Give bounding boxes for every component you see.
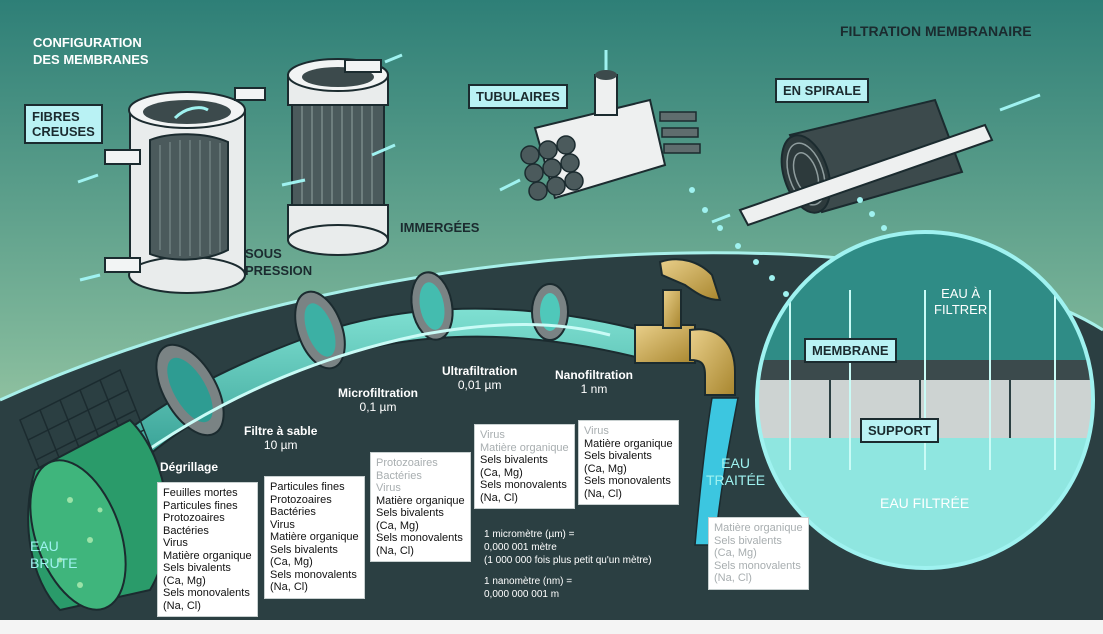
tap bbox=[634, 258, 739, 546]
card-item: Sels bivalents bbox=[163, 562, 231, 574]
stage-name: Ultrafiltration bbox=[442, 364, 518, 378]
raw-water-drum bbox=[19, 368, 169, 612]
card-item: (Ca, Mg) bbox=[270, 556, 313, 568]
card-item: Feuilles mortes bbox=[163, 487, 238, 499]
card-item: Bactéries bbox=[376, 469, 422, 482]
label-spiral: EN SPIRALE bbox=[775, 78, 870, 103]
config-title: CONFIGURATION DES MEMBRANES bbox=[33, 35, 149, 67]
tubular-module bbox=[499, 50, 701, 201]
note-line bbox=[484, 567, 652, 575]
card-item: Sels bivalents bbox=[270, 543, 338, 556]
label-immersed: IMMERGÉES bbox=[400, 220, 480, 235]
card-item: Virus bbox=[163, 537, 188, 549]
note-line: 0,000 001 mètre bbox=[484, 542, 557, 553]
card-item: Matière organique bbox=[376, 494, 465, 507]
stage-name: Filtre à sable bbox=[244, 424, 318, 438]
card-item: Sels bivalents bbox=[584, 450, 652, 462]
stage-size: 0,1 µm bbox=[359, 400, 397, 414]
card-item: Matière organique bbox=[163, 549, 252, 562]
label-filtered-water: EAU FILTRÉE bbox=[880, 495, 970, 511]
card-item: Particules fines bbox=[270, 481, 345, 493]
card-item: Matière organique bbox=[714, 522, 803, 534]
stage-size: 1 nm bbox=[580, 382, 608, 396]
stage-ultrafiltration: Ultrafiltration 0,01 µm bbox=[442, 364, 517, 392]
label-support: SUPPORT bbox=[860, 418, 939, 443]
card-item: (Ca, Mg) bbox=[584, 462, 627, 475]
card-item: Protozoaires bbox=[376, 457, 438, 469]
card-item: (Na, Cl) bbox=[376, 544, 414, 557]
note-line: 0,000 000 001 m bbox=[484, 589, 560, 600]
card-item: Sels bivalents bbox=[480, 454, 548, 466]
card-item: Virus bbox=[270, 518, 295, 531]
main-title: FILTRATION MEMBRANAIRE bbox=[840, 23, 1032, 39]
spiral-module bbox=[711, 93, 1041, 227]
immersed-module bbox=[281, 53, 403, 256]
label-tubular: TUBULAIRES bbox=[468, 84, 568, 109]
card-item: (Ca, Mg) bbox=[163, 574, 206, 587]
card-item: Sels monovalents bbox=[584, 475, 671, 487]
stage-size: 0,01 µm bbox=[457, 378, 502, 392]
label-water-to-filter: EAU À FILTRER bbox=[934, 286, 988, 317]
stage-nanofiltration: Nanofiltration 1 nm bbox=[555, 368, 633, 396]
card-item: Bactéries bbox=[270, 506, 316, 518]
stage-name: Nanofiltration bbox=[555, 368, 633, 382]
card-item: (Na, Cl) bbox=[163, 599, 201, 612]
card-item: Sels monovalents bbox=[163, 587, 250, 599]
bottom-strip bbox=[0, 620, 1103, 634]
card-item: Sels bivalents bbox=[376, 507, 444, 519]
card-item: Sels bivalents bbox=[714, 534, 782, 547]
card-item: Virus bbox=[376, 482, 401, 494]
stage-name: Dégrillage bbox=[160, 460, 219, 474]
label-treated-water: EAU TRAITÉE bbox=[706, 455, 766, 488]
hollow-fiber-module bbox=[77, 87, 266, 294]
units-note: 1 micromètre (µm) = 0,000 001 mètre (1 0… bbox=[484, 528, 652, 601]
label-hollow-fibers: FIBRES CREUSES bbox=[24, 104, 103, 144]
card-item: (Na, Cl) bbox=[584, 487, 622, 500]
card-item: (Ca, Mg) bbox=[376, 519, 419, 532]
card-item: Matière organique bbox=[270, 531, 359, 543]
card-item: Protozoaires bbox=[163, 512, 225, 524]
note-line: (1 000 000 fois plus petit qu'un mètre) bbox=[484, 555, 652, 566]
card-item: Sels monovalents bbox=[714, 559, 801, 572]
card-item: Protozoaires bbox=[270, 493, 332, 506]
card-item: Bactéries bbox=[163, 524, 209, 537]
label-raw-water: EAU BRUTE bbox=[30, 538, 78, 571]
card-item: Sels monovalents bbox=[480, 479, 567, 491]
label-under-pressure: SOUS PRESSION bbox=[245, 246, 313, 278]
card-item: Matière organique bbox=[584, 437, 673, 450]
filtration-pipe bbox=[68, 271, 641, 512]
card-item: Particules fines bbox=[163, 499, 238, 512]
card-item: (Ca, Mg) bbox=[480, 466, 523, 479]
note-line: 1 nanomètre (nm) = bbox=[484, 576, 573, 587]
stage-size: 10 µm bbox=[263, 438, 298, 452]
card-item: (Na, Cl) bbox=[714, 572, 752, 584]
stage-name: Microfiltration bbox=[338, 386, 418, 400]
card-item: Virus bbox=[584, 425, 609, 437]
note-line: 1 micromètre (µm) = bbox=[484, 529, 575, 540]
stage-degrillage: Dégrillage bbox=[160, 460, 218, 474]
card-item: (Ca, Mg) bbox=[714, 547, 757, 559]
stage-microfiltration: Microfiltration 0,1 µm bbox=[338, 386, 418, 414]
card-item: (Na, Cl) bbox=[270, 581, 308, 593]
stage-sand-filter: Filtre à sable 10 µm bbox=[244, 424, 317, 452]
card-item: Virus bbox=[480, 429, 505, 441]
card-item: Matière organique bbox=[480, 441, 569, 454]
card-item: Sels monovalents bbox=[270, 568, 357, 581]
card-item: (Na, Cl) bbox=[480, 491, 518, 504]
label-membrane: MEMBRANE bbox=[804, 338, 897, 363]
card-item: Sels monovalents bbox=[376, 532, 463, 544]
